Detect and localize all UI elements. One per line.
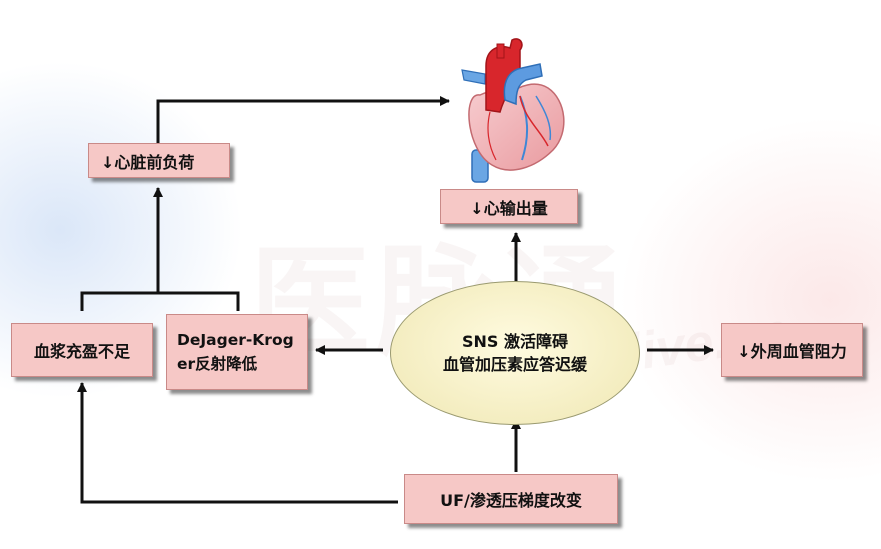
anatomical-heart-icon xyxy=(461,38,565,183)
cardiac-output-box: ↓心输出量 xyxy=(440,189,578,224)
dejager-line-2: er反射降低 xyxy=(177,355,258,373)
dejager-kroger-box: DeJager-Krog er反射降低 xyxy=(166,314,308,390)
plasma-refill-box: 血浆充盈不足 xyxy=(11,323,153,377)
peripheral-resistance-box: ↓外周血管阻力 xyxy=(721,323,863,377)
cardiac-output-label: ↓心输出量 xyxy=(470,198,548,218)
sns-ellipse: SNS 激活障碍 血管加压素应答迟缓 xyxy=(390,281,640,425)
cardiac-preload-label: ↓心脏前负荷 xyxy=(101,152,195,172)
arrow-uf-to-plasma xyxy=(77,382,398,504)
plasma-refill-label: 血浆充盈不足 xyxy=(33,342,130,361)
uf-gradient-box: UF/渗透压梯度改变 xyxy=(404,474,618,524)
arrow-preload-to-heart xyxy=(156,96,450,145)
sns-line-2: 血管加压素应答迟缓 xyxy=(442,355,587,374)
uf-gradient-label: UF/渗透压梯度改变 xyxy=(440,491,582,510)
peripheral-resistance-label: ↓外周血管阻力 xyxy=(737,342,847,361)
dejager-line-1: DeJager-Krog xyxy=(177,331,294,349)
sns-line-1: SNS 激活障碍 xyxy=(461,332,568,351)
bracket-join xyxy=(80,291,240,311)
cardiac-preload-box: ↓心脏前负荷 xyxy=(88,143,230,178)
